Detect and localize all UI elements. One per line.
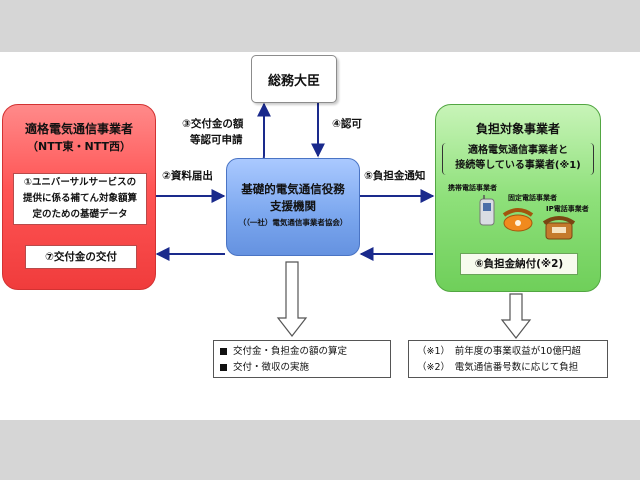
ip-phone-icon	[542, 216, 576, 240]
provider-box: 適格電気通信事業者 （NTT東・NTT西） ①ユニバーサルサービスの 提供に係る…	[2, 104, 156, 290]
provider-delivery-box: ⑦交付金の交付	[25, 245, 137, 269]
bullet-square-icon	[220, 348, 227, 355]
burden-sub-line2: 接続等している事業者(※1)	[455, 160, 581, 171]
label-step2: ②資料届出	[162, 170, 213, 182]
hollow-arrow-agency	[276, 261, 308, 337]
provider-data-line2: 提供に係る補てん対象額算	[22, 193, 137, 204]
burden-title: 負担対象事業者	[475, 122, 560, 136]
agency-line2: 支援機関	[270, 199, 316, 213]
minister-box: 総務大臣	[251, 55, 337, 103]
mobile-phone-icon	[479, 195, 495, 226]
agency-line1: 基礎的電気通信役務	[241, 182, 345, 196]
provider-data-line3: 定のための基礎データ	[32, 209, 128, 220]
fixed-phone-icon	[502, 208, 534, 232]
minister-label: 総務大臣	[267, 73, 320, 89]
agency-tasks-box: 交付金・負担金の額の算定 交付・徴収の実施	[213, 340, 391, 378]
label-step3-line2: 等認可申請	[190, 134, 243, 146]
note2: （※2） 電気通信番号数に応じて負担	[417, 362, 579, 373]
telephone-icons	[479, 195, 576, 240]
burden-sub-line1: 適格電気通信事業者と	[468, 145, 568, 156]
task-item1: 交付金・負担金の額の算定	[233, 346, 348, 357]
burden-payment-box: ⑥負担金納付(※2)	[460, 253, 578, 275]
ip-carrier-label: IP電話事業者	[546, 205, 589, 213]
provider-data-line1: ①ユニバーサルサービスの	[23, 177, 137, 188]
fixed-carrier-label: 固定電話事業者	[508, 194, 557, 202]
bullet-square-icon	[220, 364, 227, 371]
provider-title: 適格電気通信事業者	[24, 122, 133, 136]
hollow-arrow-burden	[500, 293, 532, 339]
notes-box: （※1） 前年度の事業収益が10億円超 （※2） 電気通信番号数に応じて負担	[408, 340, 608, 378]
provider-data-box: ①ユニバーサルサービスの 提供に係る補てん対象額算 定のための基礎データ	[13, 173, 147, 225]
note1: （※1） 前年度の事業収益が10億円超	[417, 346, 581, 357]
agency-line3: （（一社）電気通信事業者協会）	[238, 218, 348, 227]
label-step3-line1: ③交付金の額	[182, 118, 244, 130]
burden-box: 負担対象事業者 適格電気通信事業者と 接続等している事業者(※1) 携帯電話事業…	[435, 104, 601, 292]
label-step5: ⑤負担金通知	[364, 170, 426, 182]
task-item2: 交付・徴収の実施	[233, 362, 310, 373]
burden-subtitle: 適格電気通信事業者と 接続等している事業者(※1)	[442, 143, 594, 175]
agency-box: 基礎的電気通信役務 支援機関 （（一社）電気通信事業者協会）	[226, 158, 360, 256]
mobile-carrier-label: 携帯電話事業者	[448, 184, 497, 192]
label-step4: ④認可	[332, 118, 362, 130]
provider-subtitle: （NTT東・NTT西）	[27, 140, 131, 153]
